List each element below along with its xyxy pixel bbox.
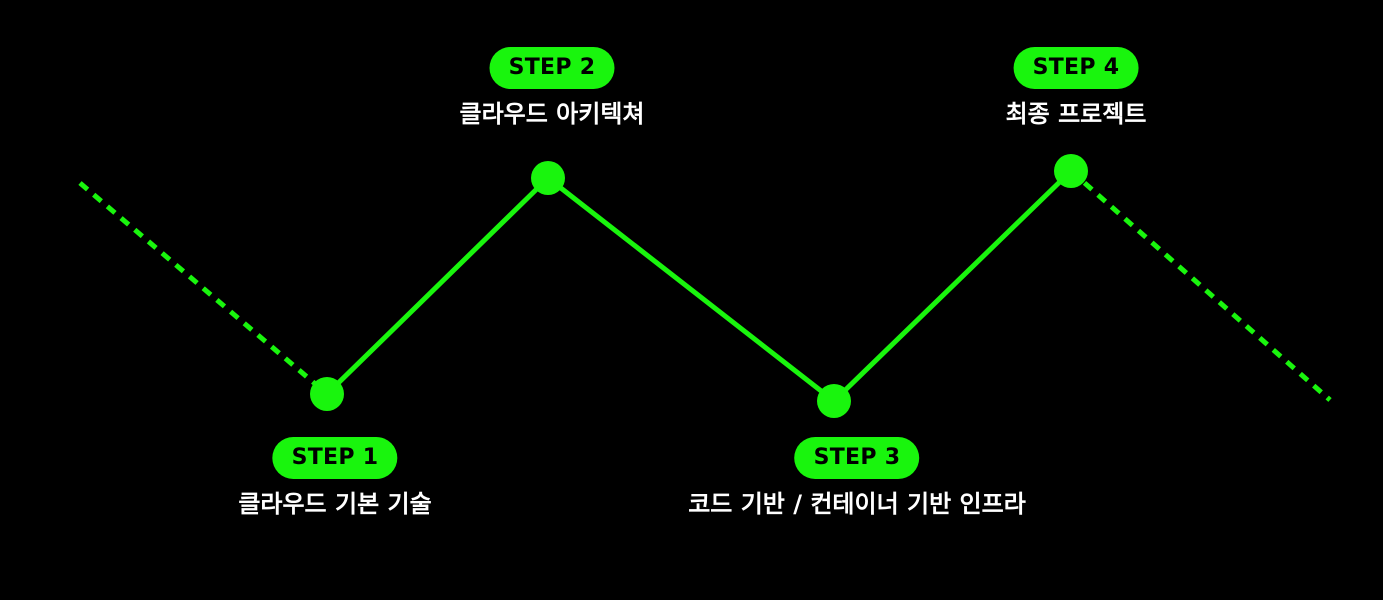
dashed-lead-in-line: [78, 181, 329, 396]
step-4-badge: STEP 4: [1013, 47, 1139, 89]
step-1-badge: STEP 1: [272, 437, 398, 479]
step-1-title: 클라우드 기본 기술: [238, 490, 432, 518]
step-2-node: [531, 161, 565, 195]
step-4-node: [1054, 154, 1088, 188]
dashed-lead-out-line: [1069, 169, 1332, 402]
step-3-badge: STEP 3: [794, 437, 920, 479]
step-1-node: [310, 377, 344, 411]
roadmap-line: [325, 169, 1073, 404]
step-1: STEP 1 클라우드 기본 기술: [238, 437, 432, 519]
step-3: STEP 3 코드 기반 / 컨테이너 기반 인프라: [688, 437, 1026, 519]
step-2-badge: STEP 2: [489, 47, 615, 89]
step-4: STEP 4 최종 프로젝트: [1005, 47, 1147, 129]
step-2-title: 클라우드 아키텍쳐: [459, 100, 645, 128]
step-4-title: 최종 프로젝트: [1005, 100, 1147, 128]
step-3-title: 코드 기반 / 컨테이너 기반 인프라: [688, 490, 1026, 518]
step-3-node: [817, 384, 851, 418]
step-2: STEP 2 클라우드 아키텍쳐: [460, 47, 645, 129]
